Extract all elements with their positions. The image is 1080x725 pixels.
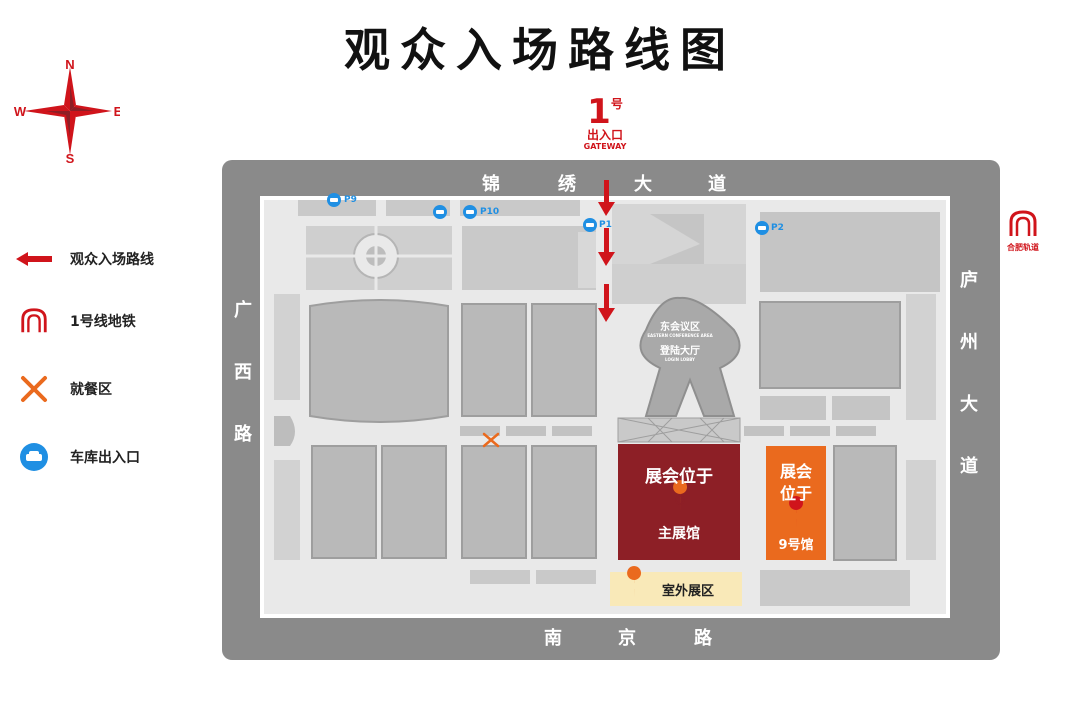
- road-north-char: 锦: [482, 174, 500, 195]
- lobby-en1: EASTERN CONFERENCE AREA: [647, 333, 713, 338]
- parking-label-p2: P2: [771, 223, 784, 233]
- west-hall: [309, 299, 449, 423]
- road-south-char: 南: [544, 628, 562, 649]
- lobby-cn1: 东会议区: [660, 322, 700, 333]
- road-east-char: 大: [960, 394, 978, 415]
- compass-icon: N S W E: [14, 57, 120, 165]
- lobby-cn2: 登陆大厅: [660, 346, 700, 357]
- hall9-title-1: 展会: [779, 462, 812, 481]
- location-pin-icon: [627, 566, 642, 598]
- main-hall-name: 主展馆: [658, 526, 700, 542]
- gateway-1: 1号 出入口 GATEWAY: [570, 95, 640, 152]
- legend-item-parking: 车库出入口: [16, 442, 216, 472]
- road-west-char: 路: [234, 424, 252, 445]
- gateway-suffix: 号: [610, 97, 623, 111]
- compass-n: N: [65, 57, 74, 72]
- legend-label: 1号线地铁: [70, 314, 136, 330]
- parking-label-p9: P9: [344, 195, 357, 205]
- road-east-char: 道: [960, 456, 978, 477]
- main-hall-title: 展会位于: [645, 467, 713, 487]
- location-pin-icon: [789, 496, 804, 528]
- legend-item-route: 观众入场路线: [16, 244, 216, 274]
- hall9-title-2: 位于: [779, 484, 812, 503]
- road-west-char: 广: [234, 300, 252, 321]
- compass-e: E: [114, 104, 120, 119]
- entry-route-arrows: [598, 180, 615, 322]
- legend-label: 就餐区: [70, 382, 112, 398]
- legend-label: 观众入场路线: [70, 252, 154, 268]
- car-icon: [20, 443, 48, 471]
- metro-icon: [1009, 210, 1037, 236]
- metro-icon: [21, 308, 47, 333]
- parking-label-p10: P10: [480, 207, 500, 217]
- road-south-char: 京: [618, 628, 636, 649]
- hall9-name: 9号馆: [778, 538, 814, 553]
- road-south-char: 路: [694, 628, 712, 649]
- lobby-building: [639, 296, 741, 417]
- compass-w: W: [14, 104, 27, 119]
- fork-knife-icon: [21, 376, 47, 402]
- main-hall: [618, 444, 740, 560]
- location-pin-icon: [673, 480, 688, 512]
- road-east-char: 州: [960, 332, 978, 353]
- red-arrow-icon: [16, 252, 52, 266]
- metro-station: 合肥轨道: [1003, 210, 1043, 253]
- fork-knife-icon: [482, 432, 500, 448]
- metro-label: 合肥轨道: [1007, 243, 1039, 252]
- parking-label-p1: P1: [599, 220, 612, 230]
- lobby-label: 东会议区 EASTERN CONFERENCE AREA 登陆大厅 LOGIN …: [640, 318, 720, 363]
- page-title: 观众入场路线图: [344, 23, 736, 77]
- road-east-char: 庐: [960, 270, 978, 291]
- compass-s: S: [66, 151, 75, 165]
- road-north-char: 道: [708, 174, 726, 195]
- gateway-cn: 出入口: [586, 128, 623, 142]
- legend-label: 车库出入口: [70, 450, 140, 466]
- road-west-char: 西: [234, 362, 252, 383]
- legend-item-dining: 就餐区: [16, 374, 216, 404]
- lobby-en2: LOGIN LOBBY: [665, 357, 695, 362]
- legend-item-metro: 1号线地铁: [16, 306, 216, 336]
- gateway-number: 1: [587, 92, 611, 132]
- gateway-en: GATEWAY: [583, 142, 627, 151]
- road-north-char: 大: [634, 174, 652, 195]
- outdoor-name: 室外展区: [661, 584, 714, 599]
- road-north-char: 绣: [558, 174, 576, 195]
